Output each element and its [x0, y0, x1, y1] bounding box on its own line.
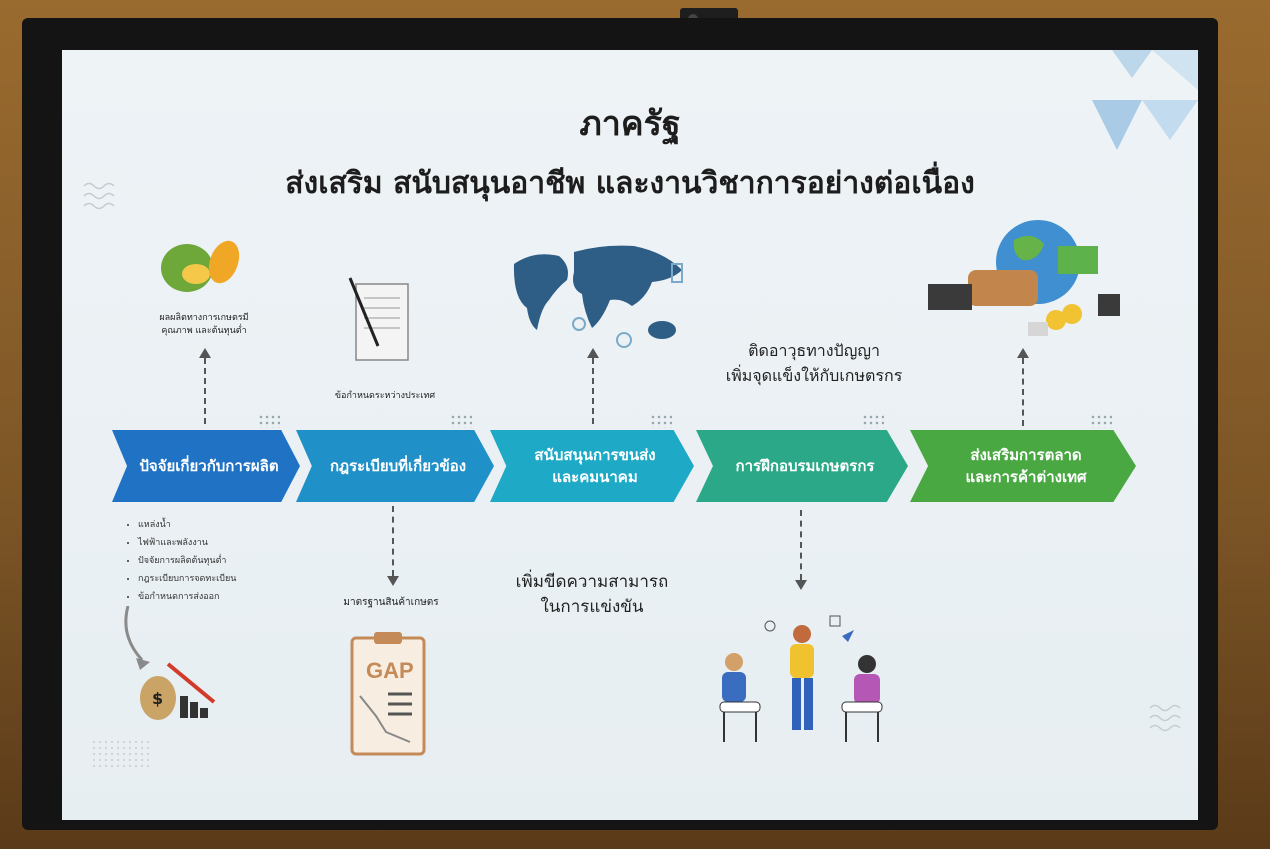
list-item: ข้อกำหนดการส่งออก	[138, 588, 236, 606]
decorative-triangles	[1092, 50, 1198, 150]
cost-reduction-icon: $	[124, 606, 216, 720]
standard-caption: มาตรฐานสินค้าเกษตร	[343, 597, 439, 608]
gap-clipboard-icon: GAP	[350, 632, 426, 756]
list-item: แหล่งน้ำ	[138, 516, 236, 534]
step-label: กฎระเบียบที่เกี่ยวข้อง	[329, 457, 467, 475]
up-arrow	[587, 348, 599, 424]
slide-title: ภาครัฐ	[579, 104, 681, 144]
step-production-factors: ปัจจัยเกี่ยวกับการผลิต	[112, 430, 300, 502]
step-transport: สนับสนุนการขนส่ง และคมนาคม	[490, 430, 694, 502]
step-label: ส่งเสริมการตลาด และการค้าต่างเทศ	[965, 446, 1087, 486]
global-trade-icon	[928, 220, 1120, 336]
monitor: ภาครัฐ ส่งเสริม สนับสนุนอาชีพ และงานวิชา…	[22, 18, 1218, 830]
up-arrow	[199, 348, 211, 424]
step-label: สนับสนุนการขนส่ง และคมนาคม	[534, 446, 656, 486]
list-item: ไฟฟ้าและพลังงาน	[138, 534, 236, 552]
gap-label: GAP	[366, 658, 414, 683]
step-label: การฝึกอบรมเกษตรกร	[735, 457, 875, 475]
list-item: กฎระเบียบการจดทะเบียน	[138, 570, 236, 588]
decorative-dots	[650, 414, 672, 428]
intl-rules-caption: ข้อกำหนดระหว่างประเทศ	[334, 391, 436, 401]
slide-subtitle: ส่งเสริม สนับสนุนอาชีพ และงานวิชาการอย่า…	[285, 166, 975, 201]
decorative-dots	[258, 414, 280, 428]
competitiveness-caption: เพิ่มขีดความสามารถ ในการแข่งขัน	[515, 572, 669, 617]
step-label: ปัจจัยเกี่ยวกับการผลิต	[139, 457, 279, 475]
durian-mango-icon	[161, 240, 240, 292]
ip-caption: ติดอาวุธทางปัญญา เพิ่มจุดแข็งให้กับเกษตร…	[725, 341, 903, 385]
decorative-dots	[862, 414, 884, 428]
decorative-dots-grid	[92, 740, 152, 770]
world-map-icon	[513, 245, 683, 348]
svg-text:$: $	[152, 689, 163, 708]
training-people-icon	[719, 615, 883, 742]
decorative-waves	[1149, 704, 1181, 732]
step-farmer-training: การฝึกอบรมเกษตรกร	[696, 430, 908, 502]
decorative-dots	[1090, 414, 1112, 428]
up-arrow	[1017, 348, 1029, 426]
list-item: ปัจจัยการผลิตต้นทุนต่ำ	[138, 552, 236, 570]
step-regulations: กฎระเบียบที่เกี่ยวข้อง	[296, 430, 494, 502]
document-quill-icon	[348, 277, 409, 361]
decorative-waves	[83, 182, 115, 210]
slide: ภาครัฐ ส่งเสริม สนับสนุนอาชีพ และงานวิชา…	[62, 50, 1198, 820]
down-arrow	[795, 510, 807, 590]
produce-caption: ผลผลิตทางการเกษตรมี คุณภาพ และต้นทุนต่ำ	[159, 313, 249, 336]
down-arrow	[387, 506, 399, 586]
step-marketing: ส่งเสริมการตลาด และการค้าต่างเทศ	[910, 430, 1136, 502]
factor-list: แหล่งน้ำ ไฟฟ้าและพลังงาน ปัจจัยการผลิตต้…	[124, 516, 236, 606]
decorative-dots	[450, 414, 472, 428]
